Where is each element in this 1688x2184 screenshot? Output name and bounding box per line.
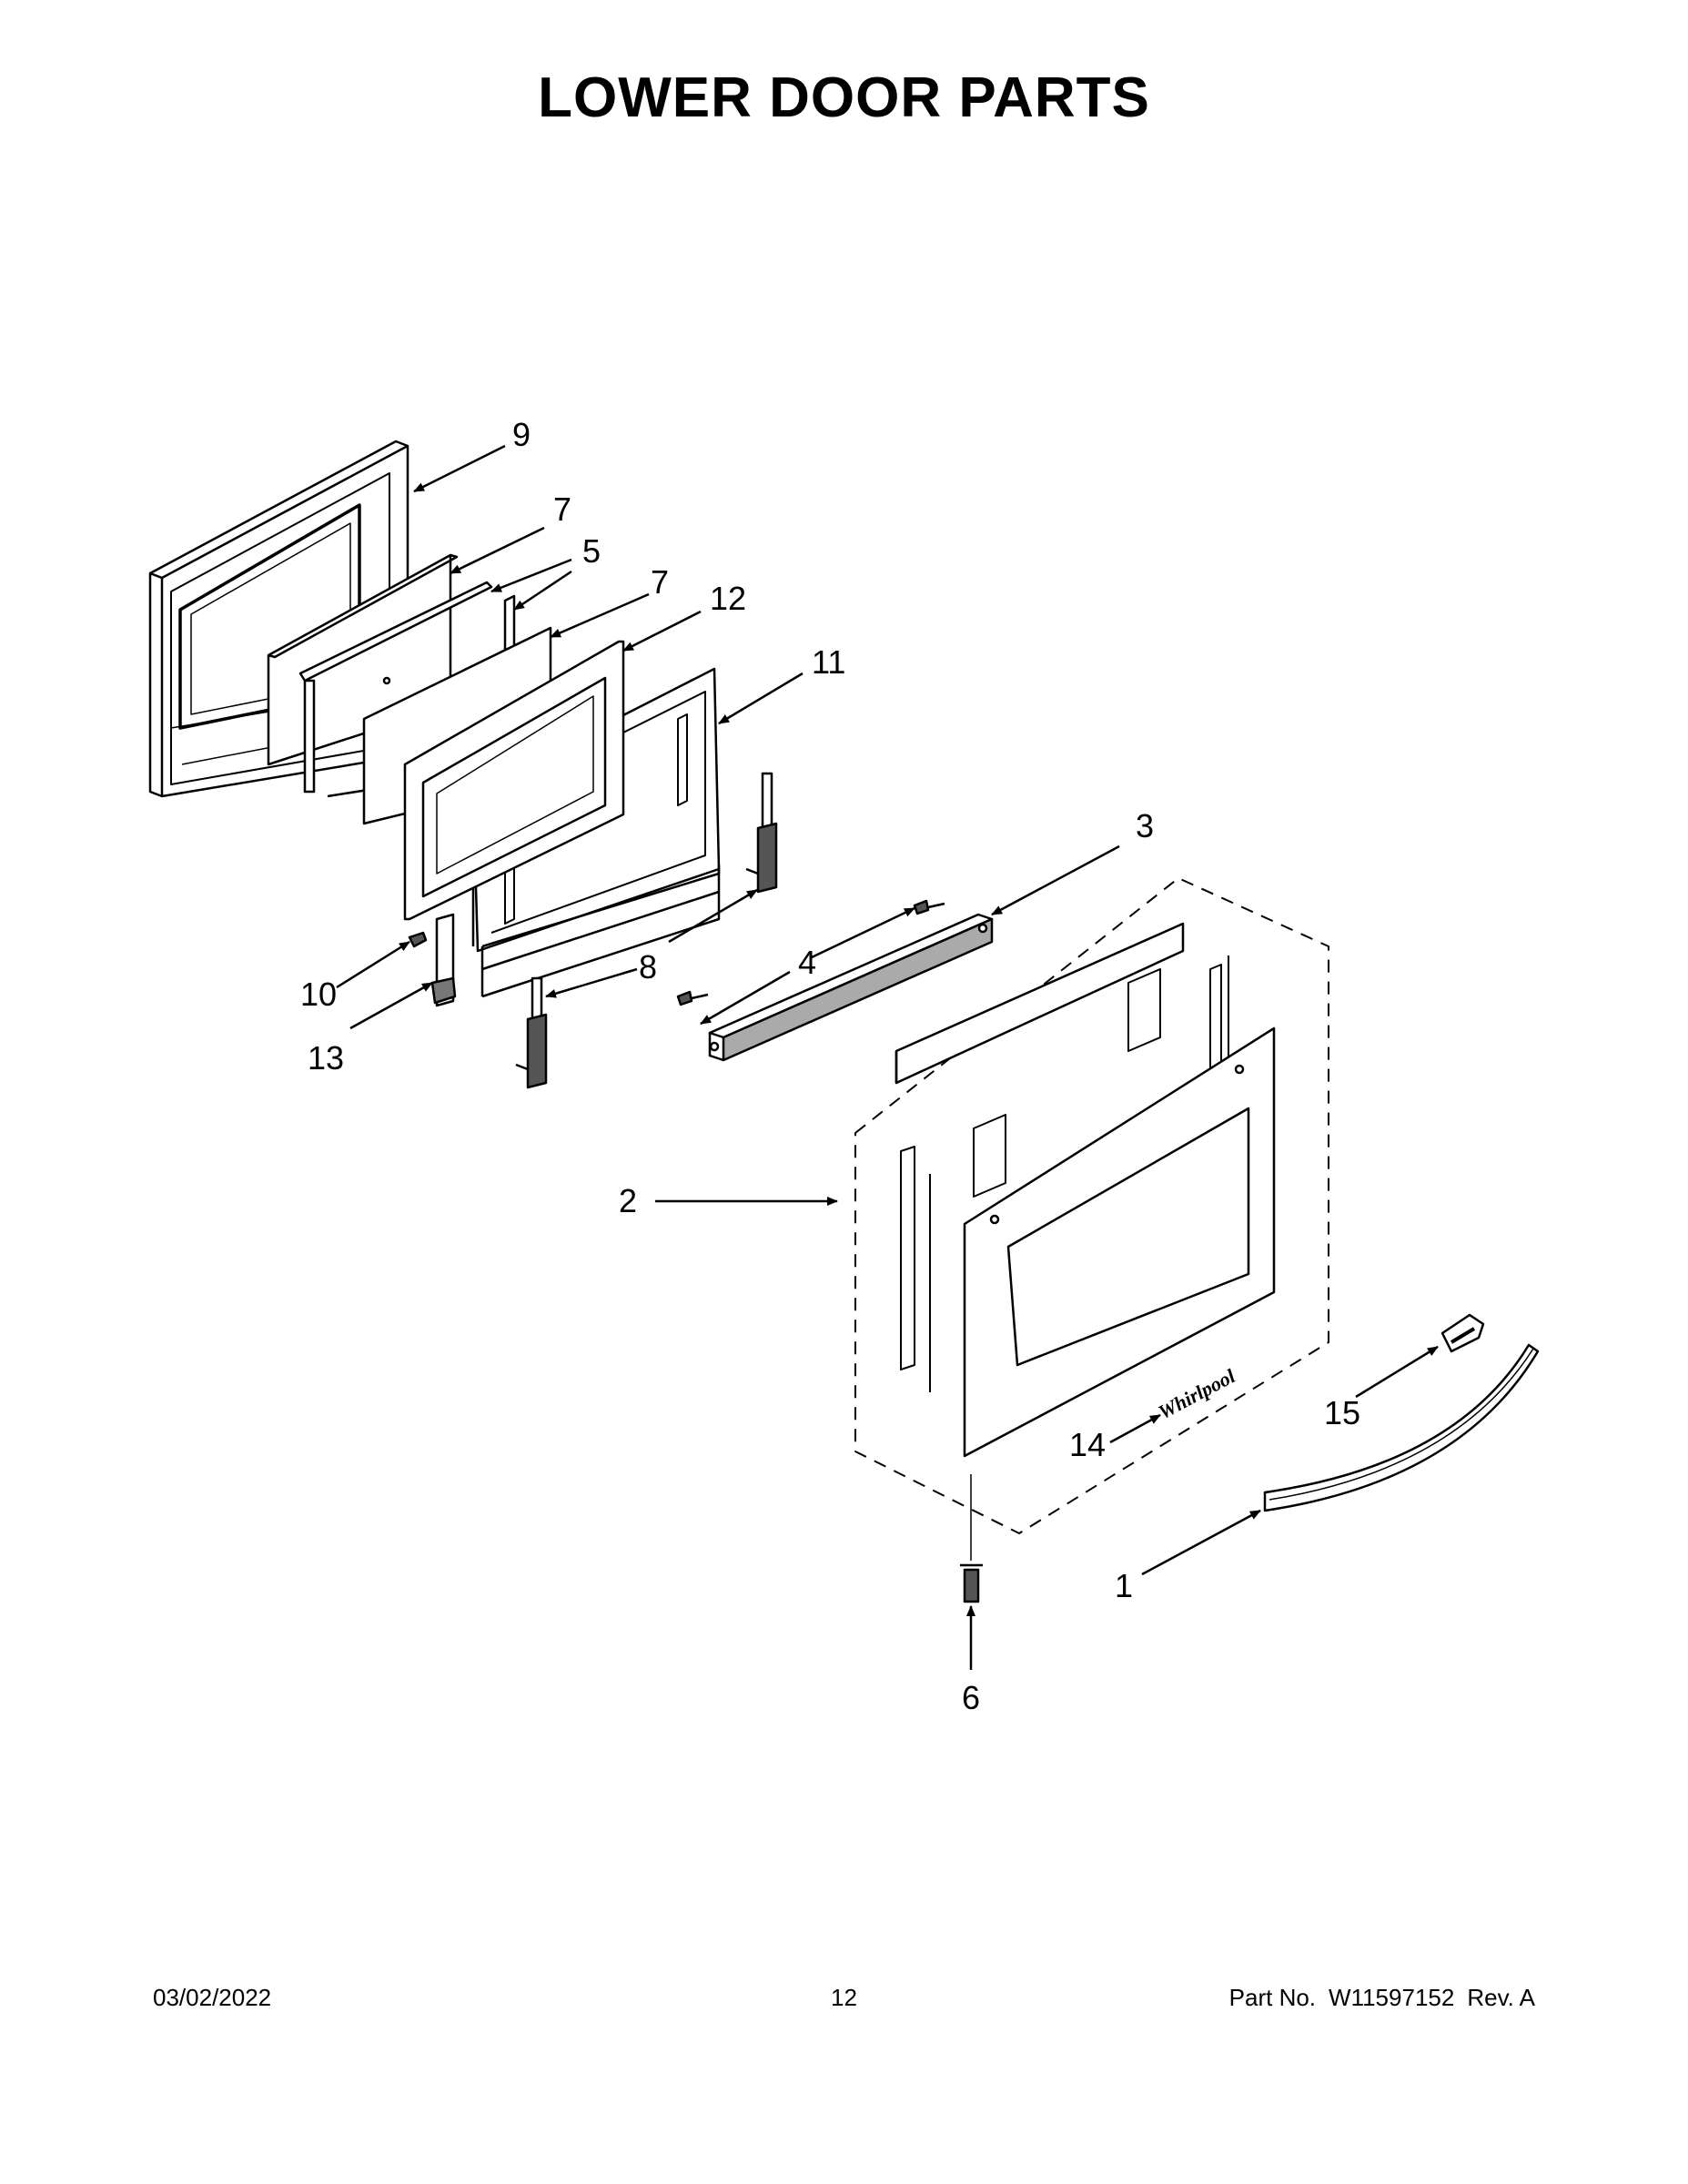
part-14-logo-badge: Whirlpool [1155,1364,1239,1424]
part-8-hinge-lower [515,976,548,1089]
part-10-screw [408,931,428,948]
part-6-screw [960,1563,983,1603]
callout-5: 5 [582,532,601,570]
callout-3: 3 [1136,807,1154,844]
callout-9: 9 [512,416,531,453]
part-13-bracket [430,913,457,1007]
revision: Rev. A [1467,1984,1535,2011]
footer-page-number: 12 [831,1984,857,2011]
callout-4: 4 [798,944,816,981]
part-label: Part No. [1228,1984,1317,2011]
part-1-handle [1263,1343,1540,1512]
callout-7-lower: 7 [651,563,669,601]
leader-arrows [336,444,1439,1670]
part-4-screw-right [913,899,945,915]
part-2-door-panel-assembly [854,877,1329,1534]
callout-6: 6 [962,1679,980,1716]
callout-2: 2 [619,1182,637,1219]
callout-10: 10 [300,976,337,1013]
callout-15: 15 [1324,1394,1360,1431]
part-number: W11597152 [1329,1984,1455,2011]
callout-7-upper: 7 [553,490,571,528]
callout-12: 12 [710,580,746,617]
part-4-screw-left [676,990,709,1006]
part-12-gasket [403,640,625,921]
callout-11: 11 [812,643,845,681]
logo-text: Whirlpool [1155,1364,1239,1424]
footer-part-info: Part No. W11597152 Rev. A [1217,1984,1535,2012]
page-title: LOWER DOOR PARTS [538,66,1150,129]
footer-date: 03/02/2022 [153,1984,272,2011]
callout-8: 8 [639,948,657,986]
callout-13: 13 [308,1039,344,1077]
callout-14: 14 [1069,1426,1106,1463]
callout-1: 1 [1115,1567,1133,1604]
part-8-hinge-upper [745,772,778,894]
part-3-vent-trim [708,913,994,1062]
callout-labels: 9 7 5 7 12 11 3 4 8 10 13 2 14 15 1 6 [300,416,1360,1716]
part-15-end-cap [1440,1313,1485,1353]
